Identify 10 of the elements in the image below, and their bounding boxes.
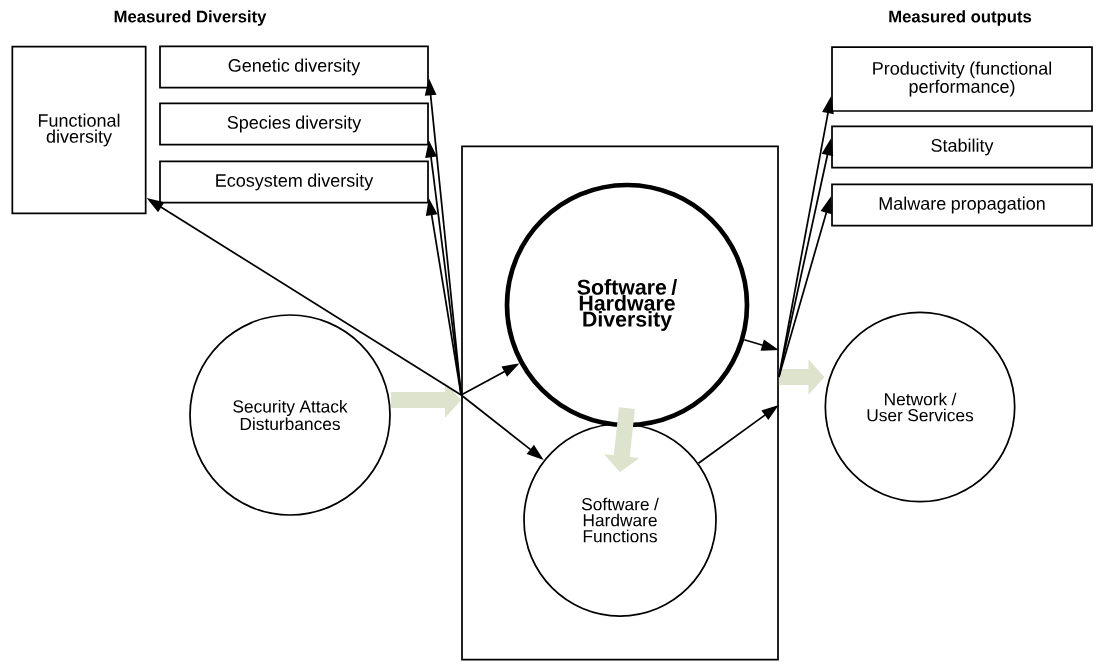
text-box: Stability [831, 125, 1093, 169]
text-box: Functional diversity [11, 45, 147, 215]
section-heading: Measured outputs [889, 10, 1032, 26]
text-box: Malware propagation [831, 183, 1093, 227]
section-heading: Measured Diversity [114, 10, 267, 26]
frame-box [461, 145, 779, 661]
text-box: Productivity (functional performance) [831, 46, 1093, 112]
text-box: Genetic diversity [159, 45, 429, 89]
text-box: Species diversity [159, 102, 429, 146]
text-box: Ecosystem diversity [159, 160, 429, 204]
